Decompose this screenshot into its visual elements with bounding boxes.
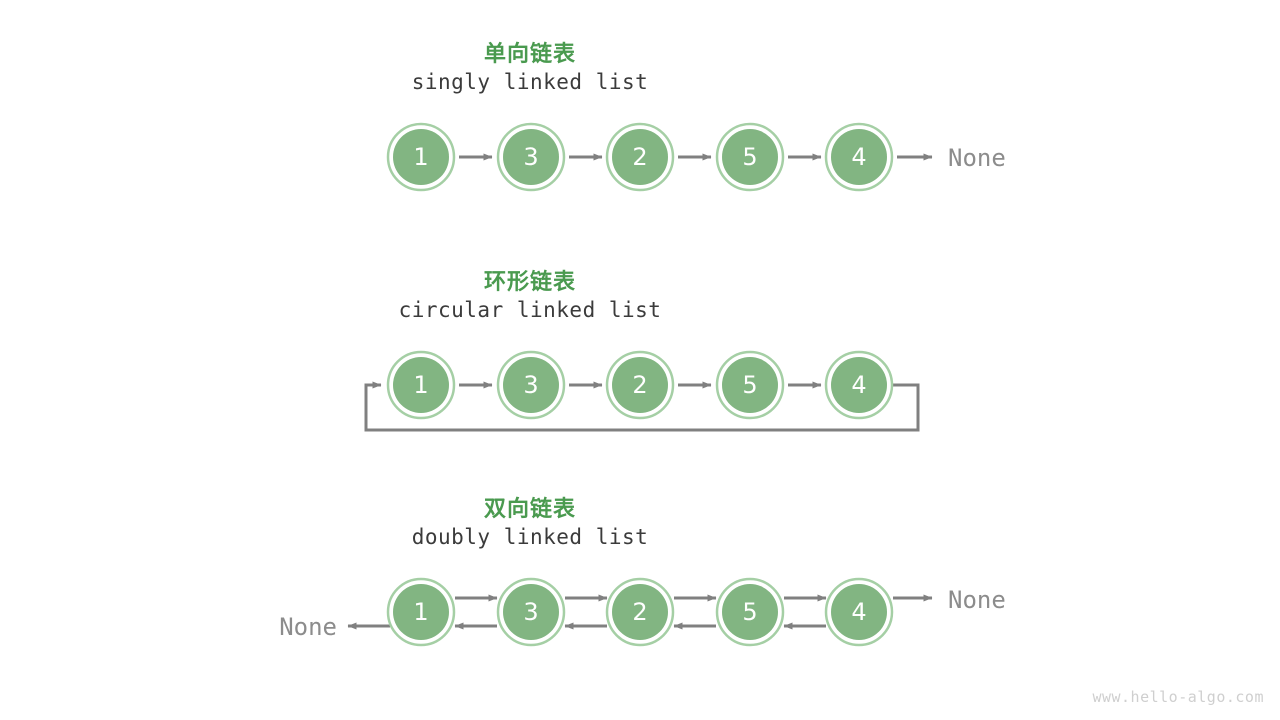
node-singly-2: 2 bbox=[605, 122, 675, 192]
node-doubly-1-label: 3 bbox=[523, 598, 538, 626]
node-doubly-2-label: 2 bbox=[632, 598, 647, 626]
node-doubly-0-label: 1 bbox=[413, 598, 428, 626]
node-doubly-4-label: 4 bbox=[851, 598, 866, 626]
section-subtitle-circular: circular linked list bbox=[398, 298, 662, 322]
circular-linked-list-row: 1 3 2 5 4 bbox=[364, 350, 920, 432]
node-singly-4-label: 4 bbox=[851, 143, 866, 171]
node-doubly-2: 2 bbox=[605, 577, 675, 647]
node-doubly-3-label: 5 bbox=[742, 598, 757, 626]
section-title-singly: 单向链表 bbox=[483, 42, 576, 67]
node-singly-3: 5 bbox=[715, 122, 785, 192]
doubly-linked-list-row: 1 3 2 5 4 None None bbox=[279, 577, 1006, 647]
doubly-head-none-label: None bbox=[279, 613, 337, 641]
node-singly-0: 1 bbox=[386, 122, 456, 192]
node-doubly-0: 1 bbox=[386, 577, 456, 647]
node-circular-4: 4 bbox=[824, 350, 894, 420]
doubly-tail-none-label: None bbox=[948, 586, 1006, 614]
node-circular-2: 2 bbox=[605, 350, 675, 420]
watermark: www.hello-algo.com bbox=[1092, 688, 1264, 706]
node-circular-1-label: 3 bbox=[523, 371, 538, 399]
section-title-doubly: 双向链表 bbox=[483, 497, 576, 522]
node-circular-0: 1 bbox=[386, 350, 456, 420]
section-subtitle-singly: singly linked list bbox=[411, 70, 649, 94]
node-singly-0-label: 1 bbox=[413, 143, 428, 171]
circular-loopback-path bbox=[364, 381, 920, 432]
node-circular-1: 3 bbox=[496, 350, 566, 420]
node-singly-2-label: 2 bbox=[632, 143, 647, 171]
node-circular-0-label: 1 bbox=[413, 371, 428, 399]
section-title-circular: 环形链表 bbox=[483, 270, 576, 295]
section-subtitle-doubly: doubly linked list bbox=[411, 525, 649, 549]
node-circular-4-label: 4 bbox=[851, 371, 866, 399]
node-circular-3: 5 bbox=[715, 350, 785, 420]
node-circular-2-label: 2 bbox=[632, 371, 647, 399]
node-doubly-3: 5 bbox=[715, 577, 785, 647]
singly-linked-list-row: 1 3 2 5 4 None bbox=[386, 122, 1006, 192]
node-circular-3-label: 5 bbox=[742, 371, 757, 399]
node-singly-4: 4 bbox=[824, 122, 894, 192]
singly-tail-none-label: None bbox=[948, 144, 1006, 172]
node-singly-3-label: 5 bbox=[742, 143, 757, 171]
node-doubly-4: 4 bbox=[824, 577, 894, 647]
node-singly-1: 3 bbox=[496, 122, 566, 192]
node-singly-1-label: 3 bbox=[523, 143, 538, 171]
node-doubly-1: 3 bbox=[496, 577, 566, 647]
